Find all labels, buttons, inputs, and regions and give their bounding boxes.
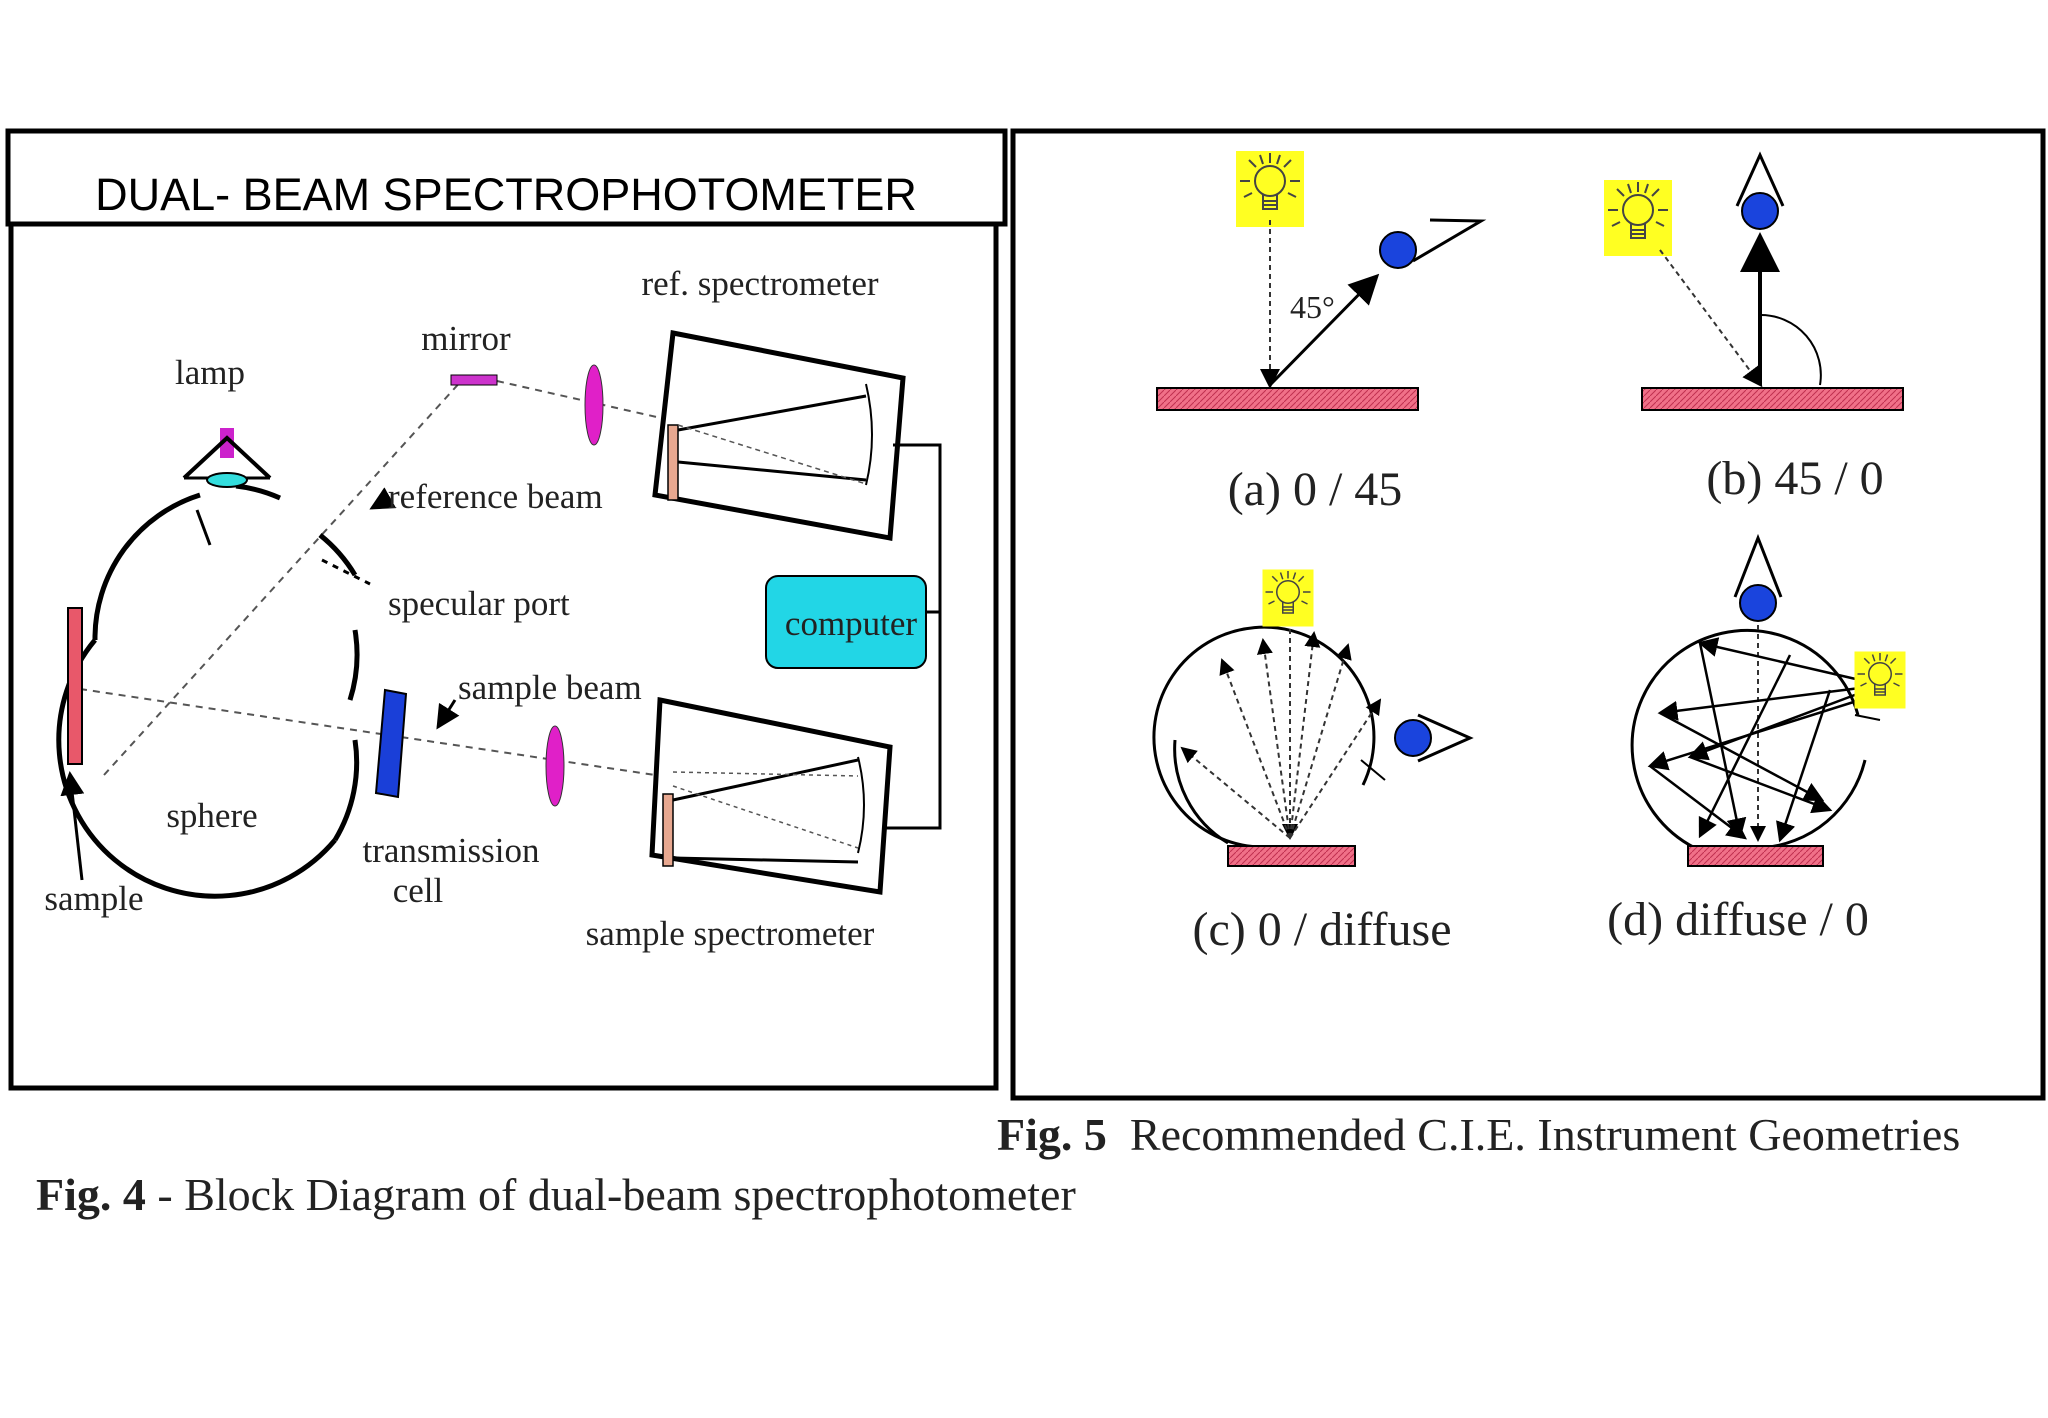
sample-plate-d xyxy=(1687,845,1824,867)
lightbulb-icon xyxy=(1235,150,1305,228)
reference-beam-arrow xyxy=(369,487,397,510)
reference-beam-label: reference beam xyxy=(388,477,603,516)
geometry-d: (d) diffuse / 0 xyxy=(1607,533,1907,946)
cell-label: cell xyxy=(393,871,444,910)
lamp-label: lamp xyxy=(175,353,245,392)
eye-icon xyxy=(1394,713,1474,763)
ref-spectrometer-label: ref. spectrometer xyxy=(641,264,878,303)
ref-lens xyxy=(584,364,604,446)
fig5-frame xyxy=(1010,128,2046,1101)
sample-arrow xyxy=(60,771,85,881)
lightbulb-icon xyxy=(1261,568,1315,628)
fig5-caption: Fig. 5 Recommended C.I.E. Instrument Geo… xyxy=(997,1109,1960,1160)
fig5-caption-bold: Fig. 5 xyxy=(997,1109,1107,1160)
sample-beam-arrow xyxy=(436,699,460,730)
integrating-sphere xyxy=(56,483,371,899)
sample-spectrometer xyxy=(649,696,893,895)
sample-plate xyxy=(67,607,83,765)
lightbulb-icon xyxy=(1603,179,1673,257)
angle-label: 45° xyxy=(1290,289,1335,325)
sample-plate-b xyxy=(1641,387,1904,411)
sample-plate-a xyxy=(1156,387,1419,411)
fig4-caption-bold: Fig. 4 xyxy=(36,1169,146,1220)
computer-box xyxy=(765,575,927,669)
mirror-to-ref-line xyxy=(496,380,671,421)
lightbulb-icon xyxy=(1853,650,1907,710)
sample-spectrometer-label: sample spectrometer xyxy=(586,914,875,953)
specular-port-label: specular port xyxy=(388,584,570,623)
label-b: (b) 45 / 0 xyxy=(1706,452,1883,505)
fig4-caption-text: - Block Diagram of dual-beam spectrophot… xyxy=(146,1169,1076,1220)
label-d: (d) diffuse / 0 xyxy=(1607,893,1869,946)
eye-icon xyxy=(1735,151,1785,230)
transmission-label: transmission xyxy=(363,831,540,870)
computer-label: computer xyxy=(785,604,918,643)
slide-title: DUAL- BEAM SPECTROPHOTOMETER xyxy=(95,169,917,220)
sample-lens xyxy=(545,725,565,807)
mirror xyxy=(450,374,498,386)
sample-plate-c xyxy=(1227,845,1356,867)
transmission-cell xyxy=(374,688,408,799)
fig4-panel: DUAL- BEAM SPECTROPHOTOMETER xyxy=(5,128,1076,1220)
fig4-caption: Fig. 4 - Block Diagram of dual-beam spec… xyxy=(36,1169,1076,1220)
fig5-panel: 45° (a) 0 / 45 (b) 45 / 0 xyxy=(997,128,2046,1160)
lamp xyxy=(182,428,272,488)
fig5-caption-text: Recommended C.I.E. Instrument Geometries xyxy=(1107,1109,1960,1160)
eye-icon xyxy=(1733,533,1783,622)
title-box xyxy=(5,128,1008,227)
eye-icon xyxy=(1379,218,1487,269)
computer-connector xyxy=(886,443,942,830)
geometry-c: (c) 0 / diffuse xyxy=(1152,568,1474,956)
geometry-a: 45° (a) 0 / 45 xyxy=(1156,150,1487,516)
label-a: (a) 0 / 45 xyxy=(1228,463,1403,516)
sample-label: sample xyxy=(44,879,143,918)
mirror-label: mirror xyxy=(421,319,511,358)
reference-beam-line xyxy=(103,378,464,776)
geometry-b: (b) 45 / 0 xyxy=(1603,151,1904,505)
label-c: (c) 0 / diffuse xyxy=(1192,903,1451,956)
sample-beam-label: sample beam xyxy=(458,668,642,707)
sphere-label: sphere xyxy=(166,796,257,835)
ref-spectrometer xyxy=(652,330,906,541)
